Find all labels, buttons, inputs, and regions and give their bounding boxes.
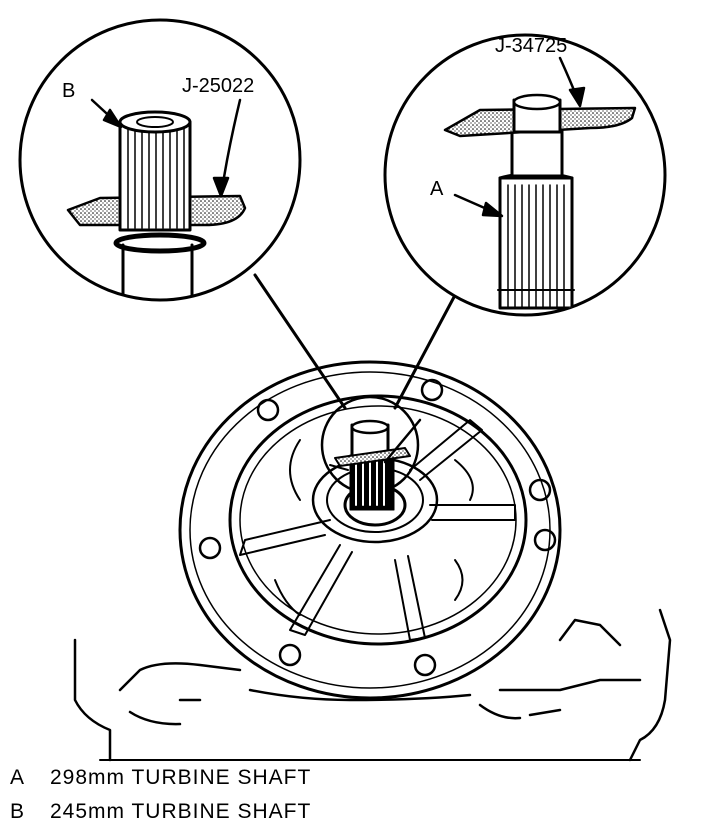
- detail-circle-right: J-34725 A: [383, 33, 667, 317]
- callout-a: A: [430, 178, 444, 200]
- legend-row-b: B 245mm TURBINE SHAFT: [10, 800, 311, 824]
- bolt-holes: [198, 378, 557, 677]
- detail-circle-left: B J-25022: [18, 18, 302, 302]
- pump-assembly: [178, 360, 562, 700]
- pump-ribs: [239, 419, 516, 641]
- transmission-case: [73, 608, 672, 762]
- leader-lines: [253, 273, 464, 410]
- legend-key-b: B: [10, 800, 26, 823]
- legend-text-b: 245mm TURBINE SHAFT: [50, 800, 312, 823]
- legend-text-a: 298mm TURBINE SHAFT: [50, 766, 312, 789]
- center-shaft: [320, 395, 422, 511]
- legend-key-a: A: [10, 766, 26, 789]
- callout-tool-left: J-25022: [182, 75, 254, 97]
- callout-tool-right: J-34725: [495, 35, 567, 57]
- legend-row-a: A 298mm TURBINE SHAFT: [10, 766, 311, 790]
- callout-b: B: [62, 80, 75, 102]
